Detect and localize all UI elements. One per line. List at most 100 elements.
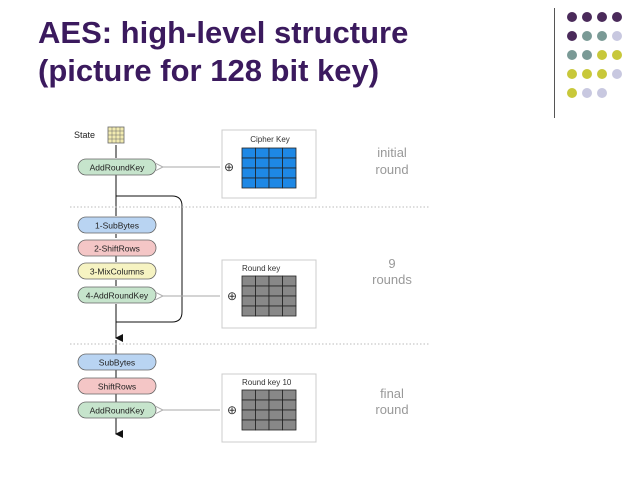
round-key-label: Round key: [242, 264, 280, 273]
final-round-label-1: final: [380, 386, 404, 401]
grid-cell: [255, 167, 270, 179]
step-mixcolumns-label: 3-MixColumns: [90, 267, 144, 277]
decorative-dot-grid: [567, 12, 622, 98]
step-final-subbytes: SubBytes: [77, 353, 157, 371]
grid-cell: [241, 409, 256, 421]
grid-cell: [241, 305, 256, 317]
grid-cell: [268, 419, 283, 431]
grid-cell: [255, 275, 270, 287]
grid-cell: [241, 295, 256, 307]
grid-cell: [241, 147, 256, 159]
grid-cell: [268, 295, 283, 307]
initial-round-label-1: initial: [377, 145, 407, 160]
round-key-box: Round key ⊕: [221, 259, 317, 329]
grid-cell: [241, 275, 256, 287]
grid-cell: [268, 157, 283, 169]
grid-cell: [255, 147, 270, 159]
decorative-dot: [612, 31, 622, 41]
cipher-key-grid: [241, 147, 297, 189]
step-initial-addroundkey: AddRoundKey: [77, 158, 157, 176]
grid-cell: [255, 389, 270, 401]
divider-line: [554, 8, 555, 118]
decorative-dot: [567, 31, 577, 41]
grid-cell: [241, 157, 256, 169]
decorative-dot: [597, 31, 607, 41]
step-addroundkey-label: 4-AddRoundKey: [86, 291, 149, 301]
grid-cell: [268, 409, 283, 421]
round-key-10-grid: [241, 389, 297, 431]
step-final-addroundkey-label: AddRoundKey: [90, 406, 146, 416]
grid-cell: [255, 157, 270, 169]
grid-cell: [241, 419, 256, 431]
grid-cell: [241, 399, 256, 411]
grid-cell: [268, 275, 283, 287]
step-final-shiftrows-label: ShiftRows: [98, 382, 136, 392]
decorative-dot: [582, 12, 592, 22]
grid-cell: [282, 305, 297, 317]
xor-symbol-3: ⊕: [227, 403, 237, 417]
step-addroundkey: 4-AddRoundKey: [77, 286, 157, 304]
grid-cell: [268, 147, 283, 159]
step-shiftrows-label: 2-ShiftRows: [94, 244, 140, 254]
grid-cell: [268, 305, 283, 317]
step-subbytes-label: 1-SubBytes: [95, 221, 139, 231]
grid-cell: [241, 167, 256, 179]
cipher-key-label: Cipher Key: [250, 135, 290, 144]
step-initial-addroundkey-label: AddRoundKey: [90, 163, 146, 173]
xor-symbol-2: ⊕: [227, 289, 237, 303]
grid-cell: [282, 177, 297, 189]
decorative-dot: [612, 12, 622, 22]
state-grid-icon: [107, 126, 125, 144]
grid-cell: [282, 275, 297, 287]
xor-symbol-1: ⊕: [224, 160, 234, 174]
grid-cell: [282, 147, 297, 159]
round-key-10-label: Round key 10: [242, 378, 292, 387]
round-key-grid: [241, 275, 297, 317]
grid-cell: [268, 389, 283, 401]
initial-round-label-2: round: [375, 162, 408, 177]
grid-cell: [241, 285, 256, 297]
grid-cell: [268, 177, 283, 189]
cipher-key-box: Cipher Key ⊕: [221, 129, 317, 199]
grid-cell: [255, 295, 270, 307]
decorative-dot: [597, 12, 607, 22]
grid-cell: [255, 285, 270, 297]
grid-cell: [255, 305, 270, 317]
decorative-dot: [612, 69, 622, 79]
step-final-subbytes-label: SubBytes: [99, 358, 135, 368]
grid-cell: [255, 409, 270, 421]
flow-lines: [115, 145, 183, 438]
grid-cell: [282, 285, 297, 297]
grid-cell: [255, 177, 270, 189]
step-shiftrows: 2-ShiftRows: [77, 239, 157, 257]
decorative-dot: [582, 31, 592, 41]
grid-cell: [268, 285, 283, 297]
grid-cell: [282, 295, 297, 307]
grid-cell: [282, 399, 297, 411]
final-round-label-2: round: [375, 402, 408, 417]
decorative-dot: [567, 88, 577, 98]
grid-cell: [255, 399, 270, 411]
state-label: State: [74, 130, 95, 140]
grid-cell: [241, 177, 256, 189]
step-mixcolumns: 3-MixColumns: [77, 262, 157, 280]
decorative-dot: [567, 12, 577, 22]
grid-cell: [268, 399, 283, 411]
decorative-dot: [567, 50, 577, 60]
decorative-dot: [582, 50, 592, 60]
grid-cell: [282, 419, 297, 431]
round-separators: [70, 206, 430, 345]
grid-cell: [282, 389, 297, 401]
decorative-dot: [582, 69, 592, 79]
step-final-shiftrows: ShiftRows: [77, 377, 157, 395]
grid-cell: [282, 409, 297, 421]
title-line-1: AES: high-level structure: [38, 15, 409, 50]
decorative-dot: [582, 88, 592, 98]
round-key-10-box: Round key 10 ⊕: [221, 373, 317, 443]
step-subbytes: 1-SubBytes: [77, 216, 157, 234]
step-final-addroundkey: AddRoundKey: [77, 401, 157, 419]
grid-cell: [268, 167, 283, 179]
decorative-dot: [597, 50, 607, 60]
title-line-2: (picture for 128 bit key): [38, 53, 380, 88]
